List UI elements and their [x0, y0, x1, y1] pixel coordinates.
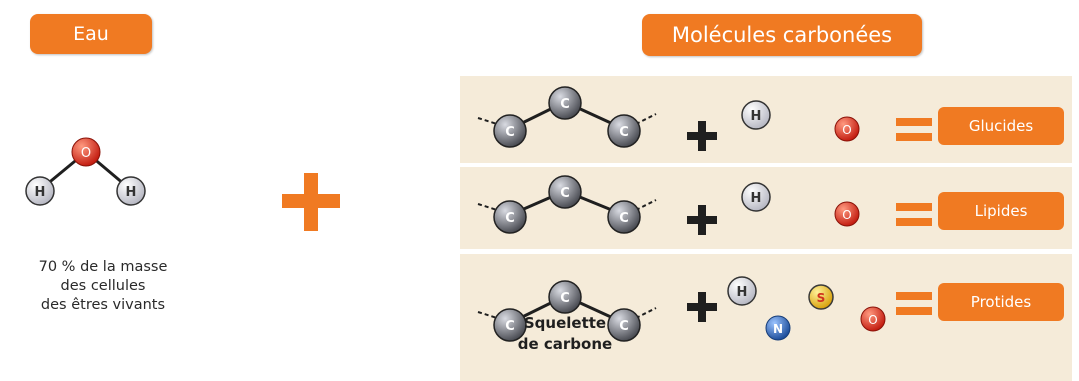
equals-icon	[896, 292, 932, 315]
atom-symbol: H	[751, 191, 762, 206]
water-caption-line: des cellules	[60, 278, 146, 294]
water-hydrogen-atom-right: H	[116, 176, 146, 206]
carbon-atom: C	[493, 114, 527, 148]
carbon-atom: C	[548, 280, 582, 314]
result-badge-lipides: Lipides	[938, 192, 1064, 230]
atom-symbol: C	[619, 319, 629, 334]
carbon-skeleton-label: Squelette de carbone	[510, 313, 620, 355]
oxygen-atom: O	[834, 201, 860, 227]
atom-symbol: S	[817, 291, 826, 305]
atom-symbol: C	[619, 125, 629, 140]
plus-icon	[687, 292, 717, 322]
carbon-atom: C	[548, 175, 582, 209]
atom-symbol: O	[868, 313, 877, 327]
nitrogen-atom: N	[765, 315, 791, 341]
atom-symbol: H	[751, 109, 762, 124]
carbon-atom: C	[548, 86, 582, 120]
water-caption-line: des êtres vivants	[40, 297, 166, 313]
hydrogen-atom: H	[727, 276, 757, 306]
atom-symbol: C	[560, 186, 570, 201]
result-badge-protides: Protides	[938, 283, 1064, 321]
hydrogen-atom: H	[741, 182, 771, 212]
plus-icon	[687, 205, 717, 235]
atom-symbol: O	[81, 146, 91, 161]
atom-symbol: H	[35, 185, 46, 200]
atom-symbol: C	[505, 125, 515, 140]
water-oxygen-atom: O	[71, 137, 101, 167]
water-title-badge: Eau	[30, 14, 152, 54]
carbon-molecules-title-badge: Molécules carbonées	[642, 14, 922, 56]
water-caption: 70 % de la masse des cellules des êtres …	[18, 258, 188, 315]
result-label: Lipides	[974, 202, 1028, 220]
atom-symbol: O	[842, 123, 851, 137]
result-label: Protides	[970, 293, 1032, 311]
plus-icon	[687, 121, 717, 151]
result-badge-glucides: Glucides	[938, 107, 1064, 145]
carbon-skeleton-label-line: Squelette	[523, 314, 607, 332]
carbon-atom: C	[493, 200, 527, 234]
atom-symbol: C	[505, 211, 515, 226]
atom-symbol: O	[842, 208, 851, 222]
result-label: Glucides	[968, 117, 1034, 135]
atom-symbol: H	[126, 185, 137, 200]
oxygen-atom: O	[834, 116, 860, 142]
atom-symbol: C	[619, 211, 629, 226]
atom-symbol: H	[737, 285, 748, 300]
atom-symbol: C	[505, 319, 515, 334]
water-title: Eau	[73, 23, 109, 45]
atom-symbol: C	[560, 97, 570, 112]
carbon-molecules-title: Molécules carbonées	[671, 23, 893, 47]
carbon-atom: C	[607, 114, 641, 148]
oxygen-atom: O	[860, 306, 886, 332]
atom-symbol: N	[773, 322, 783, 336]
water-caption-line: 70 % de la masse	[38, 259, 168, 275]
carbon-atom: C	[607, 308, 641, 342]
equals-icon	[896, 203, 932, 226]
hydrogen-atom: H	[741, 100, 771, 130]
carbon-atom: C	[493, 308, 527, 342]
equals-icon	[896, 118, 932, 141]
carbon-skeleton-label-line: de carbone	[517, 335, 613, 353]
atom-symbol: C	[560, 291, 570, 306]
sulfur-atom: S	[808, 284, 834, 310]
carbon-atom: C	[607, 200, 641, 234]
water-hydrogen-atom-left: H	[25, 176, 55, 206]
